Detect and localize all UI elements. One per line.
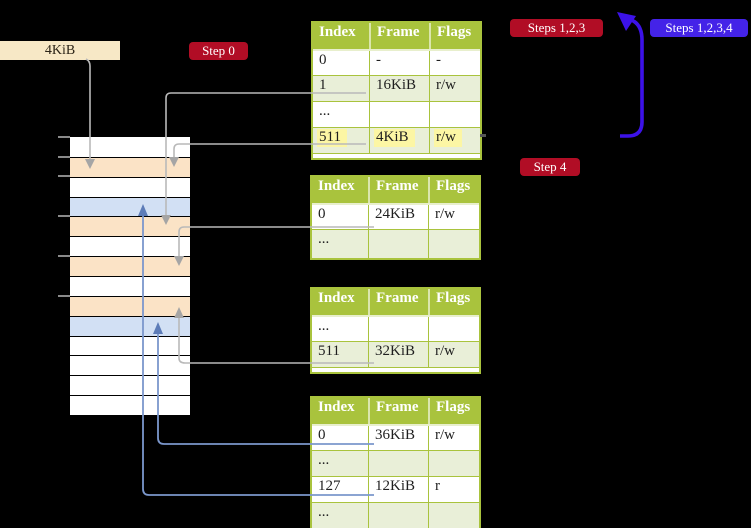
- page-table-2: Index Frame Flags 0 24KiB r/w ...: [310, 175, 481, 260]
- cell-frame: 16KiB: [369, 76, 429, 101]
- cell-flags: -: [429, 51, 480, 75]
- column-header-index: Index: [318, 178, 355, 194]
- cell-flags: r/w: [428, 342, 479, 367]
- cell-index: 0: [318, 427, 326, 443]
- cell-index: 511: [313, 128, 369, 153]
- address-tick: [58, 156, 70, 158]
- cell-flags: r/w: [429, 76, 480, 101]
- memory-row: [70, 335, 190, 356]
- badge-step-0: Step 0: [189, 42, 248, 60]
- page-table-1: Index Frame Flags 0 - - 1 16KiB r/w ... …: [311, 21, 482, 160]
- table-header-row: Index Frame Flags: [312, 177, 479, 203]
- column-header-flags: Flags: [428, 289, 479, 315]
- cell-frame: [368, 451, 428, 476]
- table-row: ...: [312, 229, 479, 258]
- cell-index: 511: [318, 343, 340, 359]
- memory-row: [70, 395, 190, 415]
- cell-frame: -: [369, 51, 429, 75]
- cell-flags: [428, 451, 479, 476]
- cell-index: ...: [319, 103, 331, 119]
- column-header-index: Index: [318, 399, 355, 415]
- table-row: 127 12KiB r: [312, 476, 479, 502]
- table-header-row: Index Frame Flags: [312, 398, 479, 424]
- column-header-frame: Frame: [369, 23, 429, 49]
- table-row: 0 36KiB r/w: [312, 424, 479, 450]
- table-row: ...: [313, 101, 480, 127]
- badge-step-4: Step 4: [520, 158, 580, 176]
- column-header-flags: Flags: [428, 177, 479, 203]
- cell-flags: r/w: [429, 128, 480, 153]
- cell-frame: 36KiB: [368, 426, 428, 450]
- column-header-index: Index: [318, 290, 355, 306]
- memory-row: [70, 256, 190, 276]
- table-row: ...: [312, 450, 479, 476]
- cell-flags: [429, 102, 480, 127]
- cell-frame: [368, 230, 428, 258]
- badge-steps-1-2-3-4: Steps 1,2,3,4: [650, 19, 748, 37]
- cell-flags: [428, 230, 479, 258]
- memory-row: [70, 156, 190, 177]
- memory-row: [70, 375, 190, 396]
- cell-flags: r/w: [428, 205, 479, 229]
- table-cutoff-sliver: [312, 367, 479, 372]
- table-row-highlighted: 511 4KiB r/w: [313, 127, 480, 153]
- memory-row: [70, 355, 190, 376]
- address-tick: [58, 255, 70, 257]
- cell-index: ...: [318, 504, 330, 520]
- cell-frame: 12KiB: [368, 477, 428, 502]
- table-row: ...: [312, 315, 479, 341]
- cell-frame: [369, 102, 429, 127]
- column-header-frame: Frame: [368, 398, 428, 424]
- cell-frame: [368, 317, 428, 341]
- column-header-frame: Frame: [368, 177, 428, 203]
- badge-steps-1-2-3: Steps 1,2,3: [510, 19, 603, 37]
- table-header-row: Index Frame Flags: [312, 289, 479, 315]
- cell-index: ...: [318, 318, 330, 334]
- memory-row: [70, 216, 190, 237]
- memory-row: [70, 236, 190, 257]
- memory-row: [70, 315, 190, 336]
- column-header-frame: Frame: [368, 289, 428, 315]
- column-header-index: Index: [319, 24, 356, 40]
- cell-flags: [428, 317, 479, 341]
- page-table-3: Index Frame Flags ... 511 32KiB r/w: [310, 287, 481, 374]
- memory-row: [70, 295, 190, 316]
- table-header-row: Index Frame Flags: [313, 23, 480, 49]
- address-tick: [58, 215, 70, 217]
- physical-memory-strip: [70, 137, 190, 415]
- cell-index: ...: [318, 231, 330, 247]
- memory-row: [70, 137, 190, 157]
- cell-index: ...: [318, 452, 330, 468]
- cell-frame: 4KiB: [369, 128, 429, 153]
- column-header-flags: Flags: [428, 398, 479, 424]
- column-header-flags: Flags: [429, 23, 480, 49]
- table-row: ...: [312, 502, 479, 528]
- table-row: 1 16KiB r/w: [313, 75, 480, 101]
- cell-index: 0: [318, 206, 326, 222]
- address-tick: [58, 175, 70, 177]
- cell-index: 1: [319, 77, 327, 93]
- cell-flags: r: [428, 477, 479, 502]
- cell-index: 0: [319, 52, 327, 68]
- cell-frame: [368, 503, 428, 528]
- cell-flags: [428, 503, 479, 528]
- table-row: 0 24KiB r/w: [312, 203, 479, 229]
- page-table-4: Index Frame Flags 0 36KiB r/w ... 127 12…: [310, 396, 481, 528]
- table-row: 0 - -: [313, 49, 480, 75]
- highlight: 511: [317, 129, 347, 147]
- frame-size-label: 4KiB: [0, 41, 120, 60]
- address-tick: [58, 295, 70, 297]
- table-cutoff-sliver: [313, 153, 480, 158]
- address-tick: [58, 136, 70, 138]
- cell-index: 127: [318, 478, 341, 494]
- memory-row: [70, 276, 190, 296]
- cell-frame: 32KiB: [368, 342, 428, 367]
- memory-row: [70, 176, 190, 197]
- cell-flags: r/w: [428, 426, 479, 450]
- highlight: 4KiB: [374, 129, 415, 147]
- cell-frame: 24KiB: [368, 205, 428, 229]
- highlight: r/w: [434, 129, 462, 147]
- table-row: 511 32KiB r/w: [312, 341, 479, 367]
- memory-row: [70, 196, 190, 217]
